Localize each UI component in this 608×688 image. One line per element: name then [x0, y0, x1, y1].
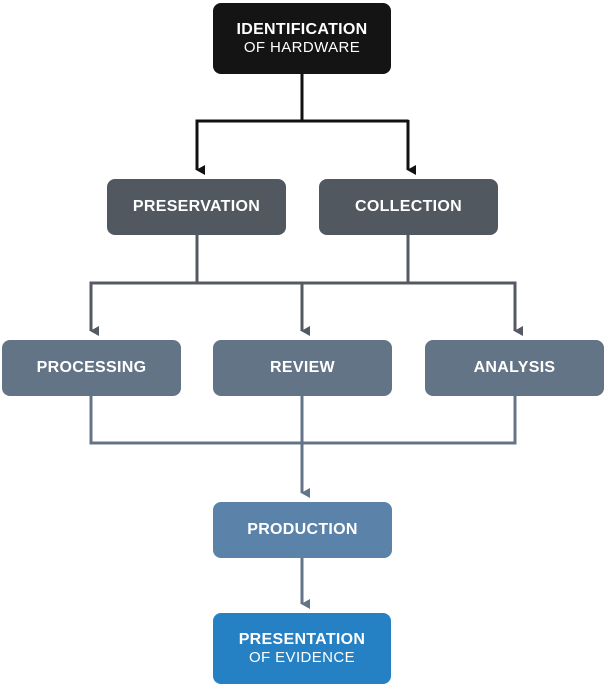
node-presentation-subtitle: OF EVIDENCE [248, 649, 356, 667]
node-presentation-of-evidence: PRESENTATION OF EVIDENCE [213, 613, 391, 684]
node-production-label: PRODUCTION [247, 520, 358, 538]
node-identification-of-hardware: IDENTIFICATION OF HARDWARE [213, 3, 391, 74]
node-processing-label: PROCESSING [36, 358, 147, 376]
node-review-label: REVIEW [270, 358, 335, 376]
node-identification-title: IDENTIFICATION [236, 20, 368, 38]
edges-preservation-collection [89, 235, 523, 336]
edges-identification [195, 74, 416, 175]
node-collection: COLLECTION [319, 179, 498, 235]
node-preservation: PRESERVATION [107, 179, 286, 235]
edges-to-production [89, 396, 517, 498]
node-analysis: ANALYSIS [425, 340, 604, 396]
node-processing: PROCESSING [2, 340, 181, 396]
node-collection-label: COLLECTION [355, 197, 462, 215]
node-presentation-title: PRESENTATION [238, 630, 366, 648]
node-identification-subtitle: OF HARDWARE [243, 39, 361, 57]
node-production: PRODUCTION [213, 502, 392, 558]
node-review: REVIEW [213, 340, 392, 396]
node-analysis-label: ANALYSIS [473, 358, 556, 376]
node-preservation-label: PRESERVATION [132, 197, 261, 215]
